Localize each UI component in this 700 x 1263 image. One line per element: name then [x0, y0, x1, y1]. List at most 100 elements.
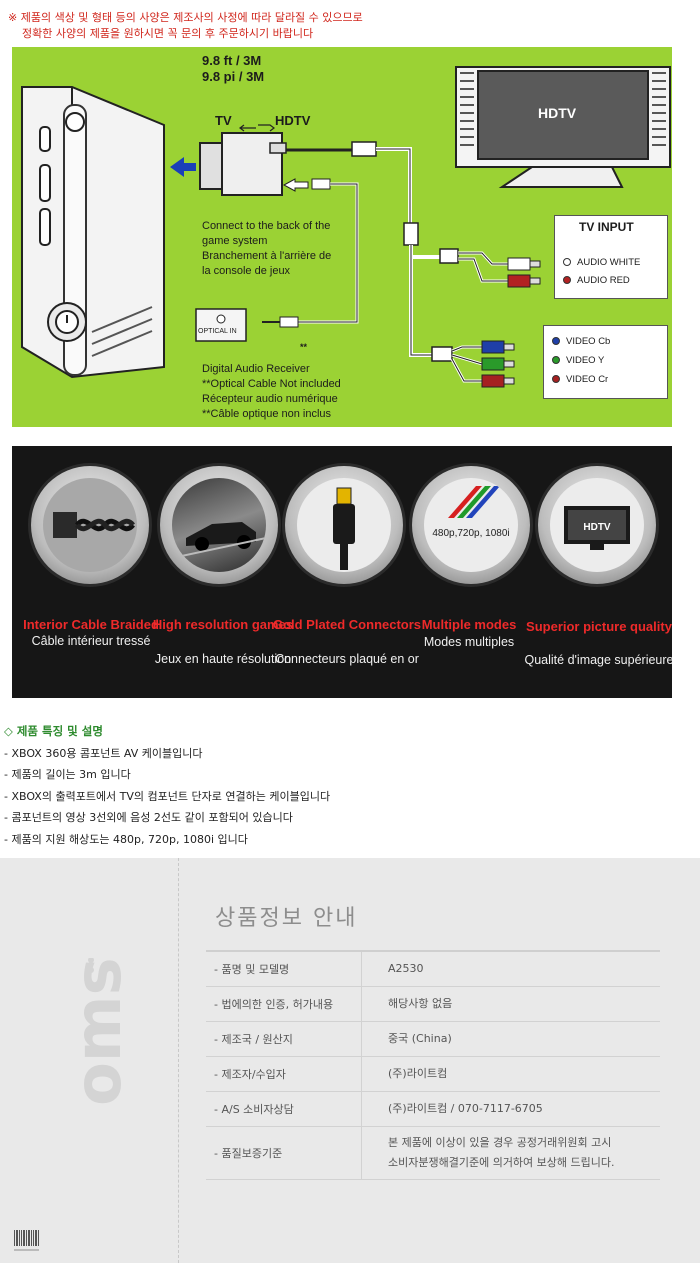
row-key: - 제조국 / 원산지: [214, 1033, 293, 1046]
features-banner: 480p,720p, 1080i HDTV Interior Cable Bra…: [12, 446, 672, 698]
row-separator: [361, 952, 362, 986]
description-item: - XBOX 360용 콤포넌트 AV 케이블입니다: [4, 746, 203, 760]
feature-title-picture: Superior picture quality: [526, 619, 672, 634]
warranty-line-1: 본 제품에 이상이 있을 경우 공정거래위원회 고시: [388, 1136, 612, 1149]
feature-circle-picture: HDTV: [538, 466, 656, 584]
notice-line-2: 정확한 사양의 제품을 원하시면 꼭 문의 후 주문하시기 바랍니다: [22, 27, 314, 40]
feature-title-modes: Multiple modes: [421, 617, 517, 632]
gold-connector-icon: [297, 478, 391, 572]
optical-in-label: OPTICAL IN: [198, 328, 237, 335]
audio-red-row: AUDIO RED: [563, 275, 630, 286]
description-heading: ◇ 제품 특징 및 설명: [4, 724, 103, 738]
cable-length: 9.8 ft / 3M 9.8 pi / 3M: [202, 53, 264, 85]
receiver-en-2: **Optical Cable Not included: [202, 378, 341, 390]
row-key: - 품질보증기준: [214, 1147, 283, 1160]
blue-arrow-icon: [170, 157, 196, 177]
audio-white-label: AUDIO WHITE: [577, 257, 641, 268]
feature-sub-games: Jeux en haute résolution: [154, 652, 292, 666]
description-item: - 콤포넌트의 영상 3선외에 음성 2선도 같이 포함되어 있습니다: [4, 811, 293, 824]
green-dot-icon: [552, 356, 560, 365]
receiver-en: Digital Audio Receiver: [202, 363, 310, 375]
product-info-section: Coms 상품정보 안내 - 품명 및 모델명 A2530 - 법에의한 인증,…: [0, 858, 700, 1263]
tv-input-title: TV INPUT: [579, 220, 634, 234]
connect-instructions: Connect to the back of the game system B…: [202, 219, 331, 279]
feature-title-braided: Interior Cable Braided: [23, 617, 159, 632]
video-y-label: VIDEO Y: [566, 355, 605, 366]
receiver-fr: Récepteur audio numérique: [202, 393, 338, 405]
feature-circle-games: [160, 466, 278, 584]
row-separator: [361, 1022, 362, 1056]
product-description: ◇ 제품 특징 및 설명 - XBOX 360용 콤포넌트 AV 케이블입니다 …: [4, 721, 330, 850]
coms-logo-text: Coms: [62, 958, 136, 1108]
video-cb-label: VIDEO Cb: [566, 336, 611, 347]
table-row: - 제조자/수입자 (주)라이트컴: [206, 1057, 660, 1092]
video-input-box: VIDEO Cb VIDEO Y VIDEO Cr: [543, 325, 668, 399]
table-row: - 품질보증기준 본 제품에 이상이 있을 경우 공정거래위원회 고시 소비자분…: [206, 1127, 660, 1180]
blue-dot-icon: [552, 337, 560, 346]
table-row: - 제조국 / 원산지 중국 (China): [206, 1022, 660, 1057]
red-dot-icon: [563, 276, 571, 285]
video-cr-label: VIDEO Cr: [566, 374, 609, 385]
row-separator: [361, 1092, 362, 1126]
feature-circle-braided: [31, 466, 149, 584]
length-pi: 9.8 pi / 3M: [202, 69, 265, 84]
braided-cable-icon: [43, 478, 137, 572]
product-info-table: - 품명 및 모델명 A2530 - 법에의한 인증, 허가내용 해당사항 없음…: [206, 950, 660, 1180]
row-value: A2530: [388, 962, 424, 975]
video-cb-row: VIDEO Cb: [552, 336, 610, 347]
description-item: - 제품의 길이는 3m 입니다: [4, 768, 131, 781]
feature-sub-modes: Modes multiples: [423, 635, 515, 649]
connect-en: Connect to the back of the: [202, 220, 331, 232]
hdtv-icon: [455, 66, 671, 188]
warranty-line-2: 소비자분쟁해결기준에 의거하여 보상해 드립니다.: [388, 1156, 615, 1169]
video-cr-row: VIDEO Cr: [552, 374, 608, 385]
table-row: - 법에의한 인증, 허가내용 해당사항 없음: [206, 987, 660, 1022]
row-key: - 제조자/수입자: [214, 1068, 286, 1081]
receiver-note: Digital Audio Receiver **Optical Cable N…: [202, 362, 341, 422]
feature-circle-modes: 480p,720p, 1080i: [412, 466, 530, 584]
tv-input-box: TV INPUT AUDIO WHITE AUDIO RED: [554, 215, 668, 299]
description-item: - 제품의 지원 해상도는 480p, 720p, 1080i 입니다: [4, 832, 248, 846]
feature-sub-connectors: Connecteurs plaqué en or: [275, 652, 419, 666]
receiver-fr-2: **Câble optique non inclus: [202, 408, 332, 420]
racing-game-icon: [172, 478, 266, 572]
video-plugs-icon: [481, 340, 515, 388]
audio-white-row: AUDIO WHITE: [563, 257, 640, 268]
barcode-icon: [14, 1230, 39, 1251]
row-separator: [361, 1127, 362, 1179]
coms-logo: Coms: [62, 958, 136, 1108]
tv-screen-label: HDTV: [538, 105, 577, 121]
audio-red-label: AUDIO RED: [577, 275, 630, 286]
diagram-drawing: [21, 66, 671, 388]
row-separator: [361, 1057, 362, 1091]
hdtv-icon: HDTV: [550, 478, 644, 572]
white-dot-icon: [563, 258, 571, 267]
length-ft: 9.8 ft / 3M: [202, 53, 262, 68]
product-info-title: 상품정보 안내: [215, 906, 358, 931]
video-y-row: VIDEO Y: [552, 355, 604, 366]
hdtv-label: HDTV: [275, 113, 311, 128]
dark-red-dot-icon: [552, 375, 560, 384]
row-value: (주)라이트컴 / 070-7117-6705: [388, 1102, 543, 1115]
row-value: (주)라이트컴: [388, 1067, 448, 1080]
row-key: - 법에의한 인증, 허가내용: [214, 998, 334, 1011]
audio-plugs-icon: [507, 257, 541, 288]
multiple-modes-icon: 480p,720p, 1080i: [424, 478, 518, 572]
connect-fr-2: la console de jeux: [202, 265, 291, 277]
xbox-console-icon: [21, 86, 165, 379]
row-key: - 품명 및 모델명: [214, 963, 290, 976]
notice-line-1: ※ 제품의 색상 및 형태 등의 사양은 제조사의 사정에 따라 달라질 수 있…: [8, 11, 363, 24]
row-key: - A/S 소비자상담: [214, 1103, 294, 1116]
table-row: - A/S 소비자상담 (주)라이트컴 / 070-7117-6705: [206, 1092, 660, 1127]
row-value: 본 제품에 이상이 있을 경우 공정거래위원회 고시 소비자분쟁해결기준에 의거…: [388, 1127, 615, 1179]
feature-circle-connectors: [285, 466, 403, 584]
feature-sub-picture: Qualité d'image supérieure: [524, 653, 673, 667]
row-value: 중국 (China): [388, 1032, 452, 1045]
modes-line-label: 480p,720p, 1080i: [432, 528, 509, 539]
feature-title-connectors: Gold Plated Connectors: [272, 617, 422, 632]
connect-fr: Branchement à l'arrière de: [202, 250, 332, 262]
table-row: - 품명 및 모델명 A2530: [206, 952, 660, 987]
av-connector-icon: [199, 124, 342, 196]
connect-en-2: game system: [202, 235, 268, 247]
connection-diagram: 9.8 ft / 3M 9.8 pi / 3M TV HDTV Connect …: [12, 47, 672, 427]
